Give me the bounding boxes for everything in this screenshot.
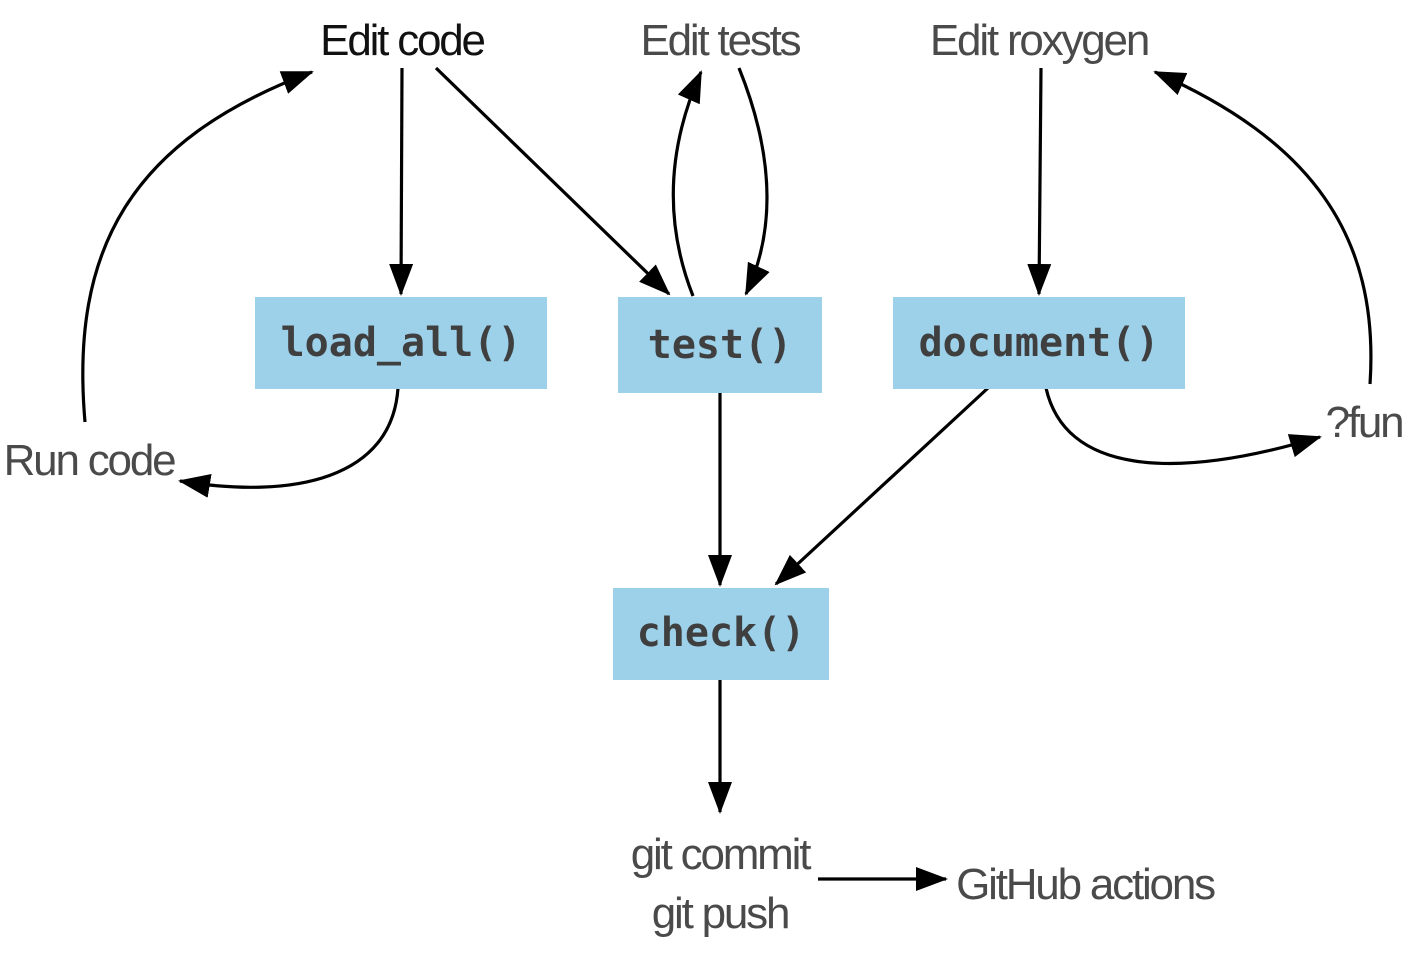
git-push-label: git push [652, 889, 789, 938]
git-commit-label: git commit [631, 830, 811, 879]
arrow-loadall-to-runcode [178, 387, 400, 498]
arrow-runcode-to-editcode [81, 70, 314, 423]
help-fun-label: ?fun [1326, 398, 1403, 447]
github-actions-label: GitHub actions [956, 860, 1215, 909]
edges [81, 66, 1373, 891]
arrow-editcode-to-loadall [389, 67, 414, 296]
run-code-label: Run code [4, 436, 175, 485]
edit-code-label: Edit code [320, 16, 484, 65]
document-box [893, 297, 1185, 389]
load-all-label: load_all() [281, 320, 522, 366]
document-label: document() [919, 320, 1160, 366]
function-labels: load_all() test() document() check() [281, 320, 1160, 656]
arrow-editroxygen-to-document [1027, 67, 1052, 296]
edit-roxygen-label: Edit roxygen [930, 16, 1148, 65]
arrow-edittests-to-test [737, 67, 770, 296]
arrow-document-to-check [774, 386, 990, 586]
arrow-test-to-edittests [671, 70, 703, 297]
load-all-box [255, 297, 547, 389]
check-box [613, 588, 829, 680]
edit-tests-label: Edit tests [641, 16, 801, 65]
test-box [618, 297, 822, 393]
test-label: test() [648, 322, 793, 368]
function-boxes [255, 297, 1185, 680]
arrow-editcode-to-test [434, 66, 671, 296]
check-label: check() [637, 610, 806, 656]
step-labels: Edit code Edit tests Edit roxygen Run co… [4, 16, 1405, 938]
arrow-fun-to-editroxygen [1153, 70, 1373, 385]
arrow-document-to-fun [1044, 387, 1322, 465]
